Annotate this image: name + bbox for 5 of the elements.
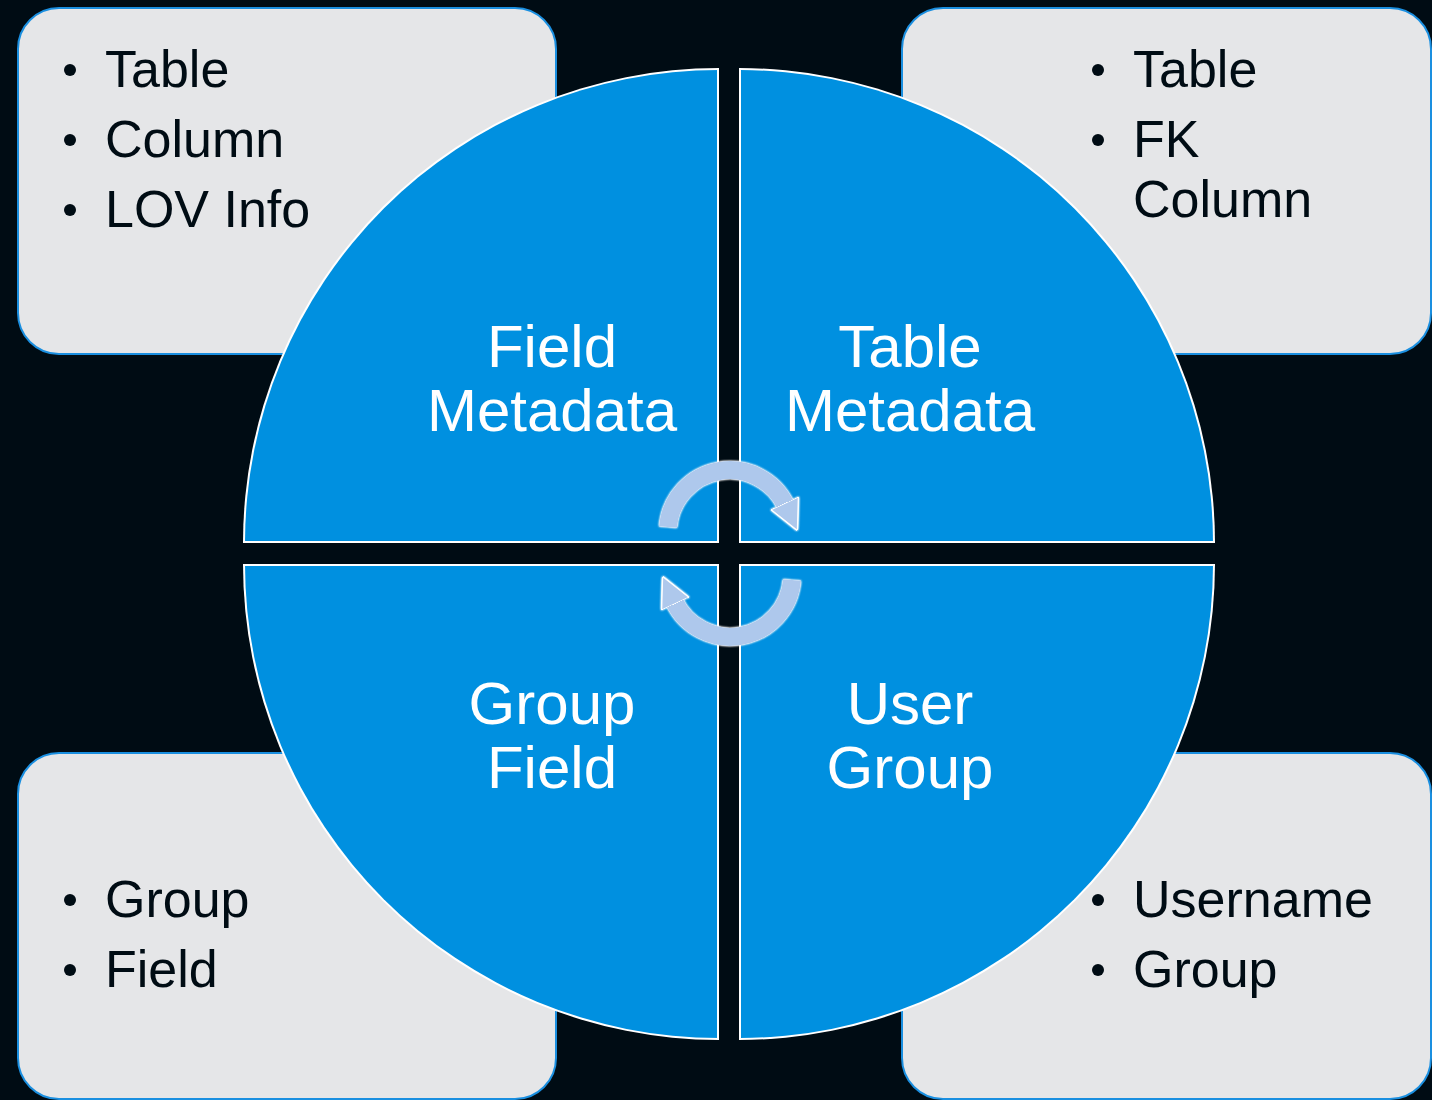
curved-arrow	[660, 576, 801, 646]
segment-label: User Group	[825, 672, 995, 800]
segment-label: Field Metadata	[425, 315, 679, 443]
segment-label: Table Metadata	[783, 315, 1037, 443]
segment-label: Group Field	[467, 672, 637, 800]
